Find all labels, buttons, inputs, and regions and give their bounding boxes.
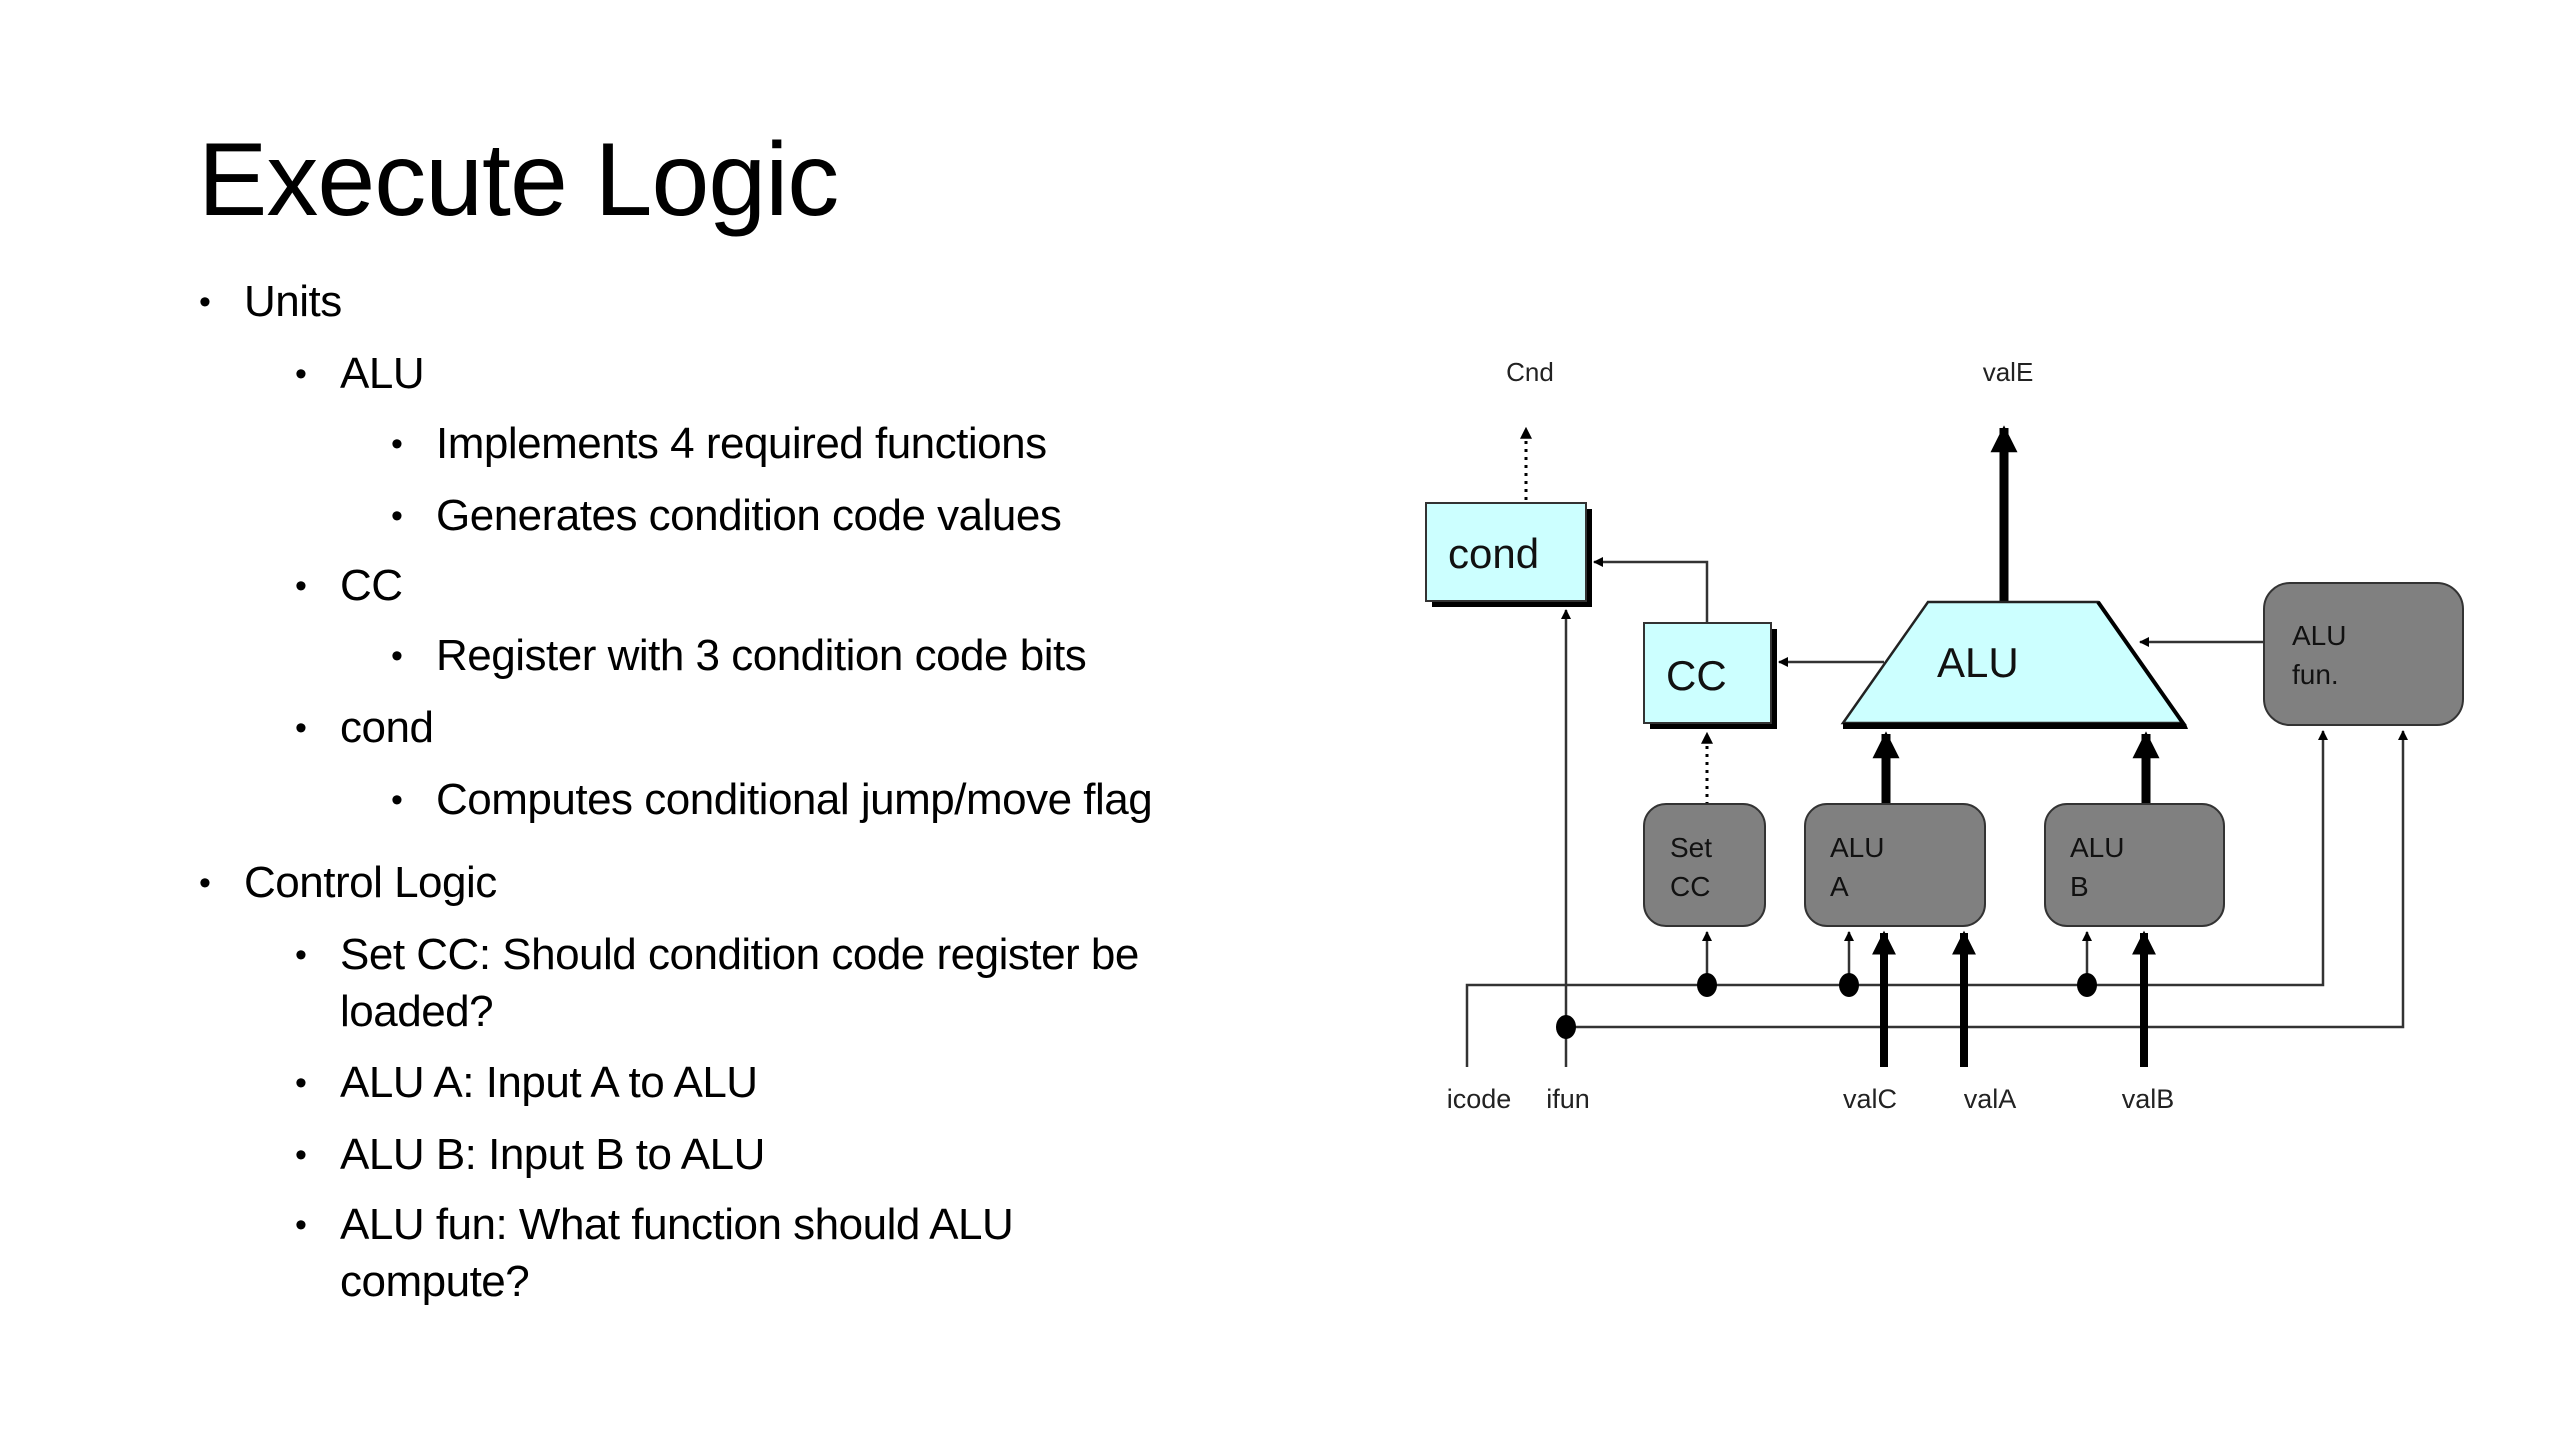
bullet-icon: • <box>295 1136 307 1174</box>
cond-box <box>1425 502 1587 602</box>
bullet-item: • Set CC: Should condition code register… <box>295 927 1139 983</box>
alu-a-box <box>1804 803 1986 927</box>
alu-label: ALU <box>1937 639 2019 686</box>
bullet-icon: • <box>391 781 403 819</box>
bullet-item: • Control Logic <box>199 855 497 911</box>
bullet-icon: • <box>295 1064 307 1102</box>
slide-title: Execute Logic <box>198 122 839 238</box>
bullet-item: • Implements 4 required functions <box>391 416 1047 472</box>
ifun-input-label: ifun <box>1546 1084 1590 1114</box>
vale-output-label: valE <box>1983 357 2034 387</box>
alu-fun-label-line1: ALU <box>2292 620 2346 651</box>
bullet-icon: • <box>295 567 307 605</box>
junction-dot <box>1839 973 1859 997</box>
bullet-icon: • <box>199 283 211 321</box>
junction-dot <box>1556 1015 1576 1039</box>
set-cc-label-line1: Set <box>1670 832 1712 863</box>
bullet-text: Generates condition code values <box>436 491 1062 540</box>
alu-b-box <box>2044 803 2225 927</box>
cc-label: CC <box>1666 652 1727 699</box>
alu-fun-block: ALU fun. <box>2263 582 2464 726</box>
bullet-text: ALU fun: What function should ALU <box>340 1200 1014 1249</box>
bullet-item: • ALU B: Input B to ALU <box>295 1127 765 1183</box>
bullet-text: Control Logic <box>244 858 497 907</box>
bullet-text: cond <box>340 703 434 752</box>
valc-input-label: valC <box>1843 1084 1897 1114</box>
alu-b-label-line2: B <box>2070 871 2089 902</box>
set-cc-label-line2: CC <box>1670 871 1710 902</box>
bullet-item: • ALU A: Input A to ALU <box>295 1055 758 1111</box>
alu-a-block: ALU A <box>1804 803 1986 927</box>
cc-unit: CC <box>1643 622 1777 729</box>
bullet-icon: • <box>295 709 307 747</box>
valb-input-label: valB <box>2122 1084 2175 1114</box>
junction-dot <box>1697 973 1717 997</box>
bullet-icon: • <box>295 1206 307 1244</box>
bullet-item: • ALU <box>295 346 425 402</box>
bullet-continuation: loaded? <box>340 987 494 1036</box>
bullet-item: • Register with 3 condition code bits <box>391 628 1087 684</box>
bullet-icon: • <box>295 936 307 974</box>
alu-b-label-line1: ALU <box>2070 832 2124 863</box>
bullet-item: • Computes conditional jump/move flag <box>391 772 1153 828</box>
cond-label: cond <box>1448 530 1539 577</box>
alu-right-edge <box>2096 600 2187 728</box>
junction-dot <box>2077 973 2097 997</box>
bullet-text: Register with 3 condition code bits <box>436 631 1087 680</box>
bullet-icon: • <box>199 864 211 902</box>
icode-bus-wire <box>1465 730 2328 1067</box>
bullet-text: Units <box>244 277 342 326</box>
bullet-icon: • <box>391 637 403 675</box>
bullet-text: Implements 4 required functions <box>436 419 1047 468</box>
bullet-text: ALU A: Input A to ALU <box>340 1058 758 1107</box>
vala-input-label: valA <box>1964 1084 2017 1114</box>
bullet-icon: • <box>391 497 403 535</box>
bullet-item: • CC <box>295 558 403 614</box>
alu-a-label-line1: ALU <box>1830 832 1884 863</box>
cond-unit: cond <box>1425 502 1592 607</box>
bullet-item: • Units <box>199 274 342 330</box>
bullet-continuation: compute? <box>340 1257 530 1306</box>
cnd-output-label: Cnd <box>1506 357 1554 387</box>
alu-fun-box <box>2263 582 2464 726</box>
alu-fun-label-line2: fun. <box>2292 659 2339 690</box>
bullet-text: ALU B: Input B to ALU <box>340 1130 765 1179</box>
bullet-item: • Generates condition code values <box>391 488 1062 544</box>
ifun-bus-wire <box>1566 730 2408 1029</box>
bullet-text: ALU <box>340 349 425 398</box>
bullet-text: CC <box>340 561 403 610</box>
bullet-text: Computes conditional jump/move flag <box>436 775 1153 824</box>
bullet-item: • cond <box>295 700 434 756</box>
alu-b-block: ALU B <box>2044 803 2225 927</box>
alu-unit: ALU <box>1840 600 2188 729</box>
bullet-item: • ALU fun: What function should ALU <box>295 1197 1014 1253</box>
alu-a-label-line2: A <box>1830 871 1849 902</box>
set-cc-block: Set CC <box>1643 803 1766 927</box>
set-cc-box <box>1643 803 1766 927</box>
bullet-list: • Units • ALU • Implements 4 required fu… <box>199 274 1153 1306</box>
bullet-icon: • <box>391 425 403 463</box>
icode-input-label: icode <box>1447 1084 1512 1114</box>
cc-to-cond-wire <box>1593 557 1709 623</box>
bullet-icon: • <box>295 355 307 393</box>
cc-box <box>1643 622 1772 724</box>
bullet-text: Set CC: Should condition code register b… <box>340 930 1139 979</box>
